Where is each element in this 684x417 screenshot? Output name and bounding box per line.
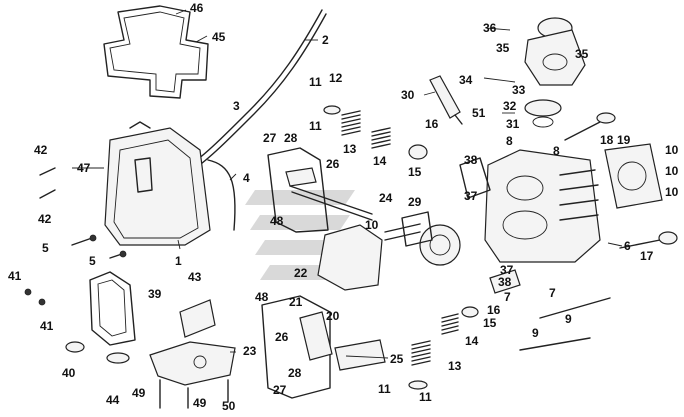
callout-46: 46 <box>190 1 204 15</box>
callout-49: 49 <box>132 386 146 400</box>
callout-38: 38 <box>464 153 478 167</box>
callout-11: 11 <box>419 390 432 404</box>
callout-35: 35 <box>496 41 510 55</box>
callout-7: 7 <box>504 290 511 304</box>
callout-48: 48 <box>270 214 284 228</box>
callout-19: 19 <box>617 133 631 147</box>
callout-39: 39 <box>148 287 162 301</box>
callout-43: 43 <box>188 270 202 284</box>
callout-32: 32 <box>503 99 517 113</box>
callout-40: 40 <box>62 366 76 380</box>
rocker-upper <box>267 147 373 233</box>
callout-14: 14 <box>373 154 387 168</box>
callout-45: 45 <box>212 30 226 44</box>
callout-30: 30 <box>401 88 415 102</box>
callout-17: 17 <box>640 249 654 263</box>
valve-cover <box>104 121 236 246</box>
callout-13: 13 <box>448 359 462 373</box>
callout-20: 20 <box>326 309 340 323</box>
spark-plug <box>429 75 463 125</box>
callout-28: 28 <box>284 131 298 145</box>
callout-7: 7 <box>549 286 556 300</box>
callout-10: 10 <box>665 143 679 157</box>
callout-24: 24 <box>379 191 393 205</box>
callout-26: 26 <box>326 157 340 171</box>
callout-18: 18 <box>600 133 614 147</box>
callout-34: 34 <box>459 73 473 87</box>
callout-50: 50 <box>222 399 236 413</box>
callout-10: 10 <box>665 185 679 199</box>
valve-springs-lower <box>408 306 479 390</box>
small-pins <box>24 167 56 306</box>
leader-lines <box>72 9 623 359</box>
callout-31: 31 <box>506 117 520 131</box>
callout-35: 35 <box>575 47 589 61</box>
callout-15: 15 <box>483 316 497 330</box>
callout-6: 6 <box>624 239 631 253</box>
callout-8: 8 <box>506 134 513 148</box>
callout-25: 25 <box>390 352 404 366</box>
callout-3: 3 <box>233 99 240 113</box>
callout-12: 12 <box>329 71 343 85</box>
callout-15: 15 <box>408 165 422 179</box>
callout-37: 37 <box>464 189 478 203</box>
callout-9: 9 <box>565 312 572 326</box>
callout-47: 47 <box>77 161 91 175</box>
callout-11: 11 <box>309 119 322 133</box>
callout-37: 37 <box>500 263 514 277</box>
rocker-lower <box>261 295 386 399</box>
callout-29: 29 <box>408 195 422 209</box>
side-plate <box>149 299 236 409</box>
callout-33: 33 <box>512 83 526 97</box>
callout-9: 9 <box>532 326 539 340</box>
cylinder-head <box>459 149 601 263</box>
callout-44: 44 <box>106 393 120 407</box>
callout-4: 4 <box>243 171 250 185</box>
callout-28: 28 <box>288 366 302 380</box>
callout-11: 11 <box>309 75 322 89</box>
callout-27: 27 <box>273 383 287 397</box>
callout-22: 22 <box>294 266 308 280</box>
callout-36: 36 <box>483 21 497 35</box>
callout-21: 21 <box>289 295 303 309</box>
callout-23: 23 <box>243 344 257 358</box>
callout-27: 27 <box>263 131 277 145</box>
callout-42: 42 <box>34 143 48 157</box>
callout-13: 13 <box>343 142 357 156</box>
valve-cover-gasket <box>103 5 209 99</box>
callout-48: 48 <box>255 290 269 304</box>
callout-41: 41 <box>40 319 54 333</box>
callout-41: 41 <box>8 269 22 283</box>
callout-16: 16 <box>425 117 439 131</box>
callout-49: 49 <box>193 396 207 410</box>
washers <box>65 341 130 364</box>
valve-springs-upper <box>323 105 428 160</box>
cover-bolts <box>71 234 127 259</box>
callout-11: 11 <box>378 382 391 396</box>
callout-10: 10 <box>665 164 679 178</box>
callout-42: 42 <box>38 212 52 226</box>
valves <box>564 112 678 249</box>
breather-tube <box>189 9 327 170</box>
callout-1: 1 <box>175 254 182 268</box>
callout-5: 5 <box>89 254 96 268</box>
callout-38: 38 <box>498 275 512 289</box>
callout-8: 8 <box>553 144 560 158</box>
thermostat-housing <box>524 17 586 128</box>
callout-2: 2 <box>322 33 329 47</box>
callout-14: 14 <box>465 334 479 348</box>
callout-10: 10 <box>365 218 379 232</box>
callout-16: 16 <box>487 303 501 317</box>
callout-51: 51 <box>472 106 486 120</box>
callout-5: 5 <box>42 241 49 255</box>
bracket <box>89 271 136 346</box>
studs <box>489 269 611 351</box>
callout-26: 26 <box>275 330 289 344</box>
camshaft <box>317 211 461 291</box>
head-gasket <box>604 143 663 209</box>
